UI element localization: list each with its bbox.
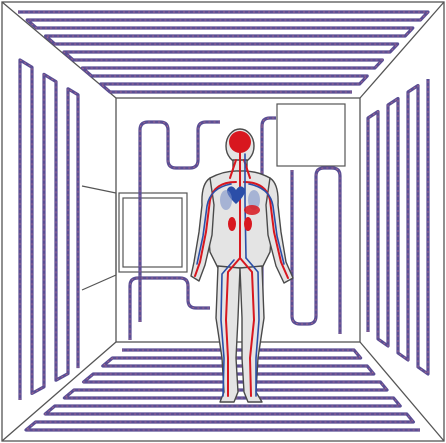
heating-pipe: [130, 278, 210, 340]
human-circulatory-system-icon: [191, 129, 293, 402]
back-window: [277, 104, 345, 166]
left-wall-heating-coil: [20, 60, 78, 400]
right-wall-heating-coil: [368, 79, 428, 374]
heating-pipe: [20, 60, 78, 400]
left-wall-door: [82, 186, 116, 290]
ceiling-heating-coil: [18, 12, 428, 92]
left-wall-window: [119, 193, 187, 272]
